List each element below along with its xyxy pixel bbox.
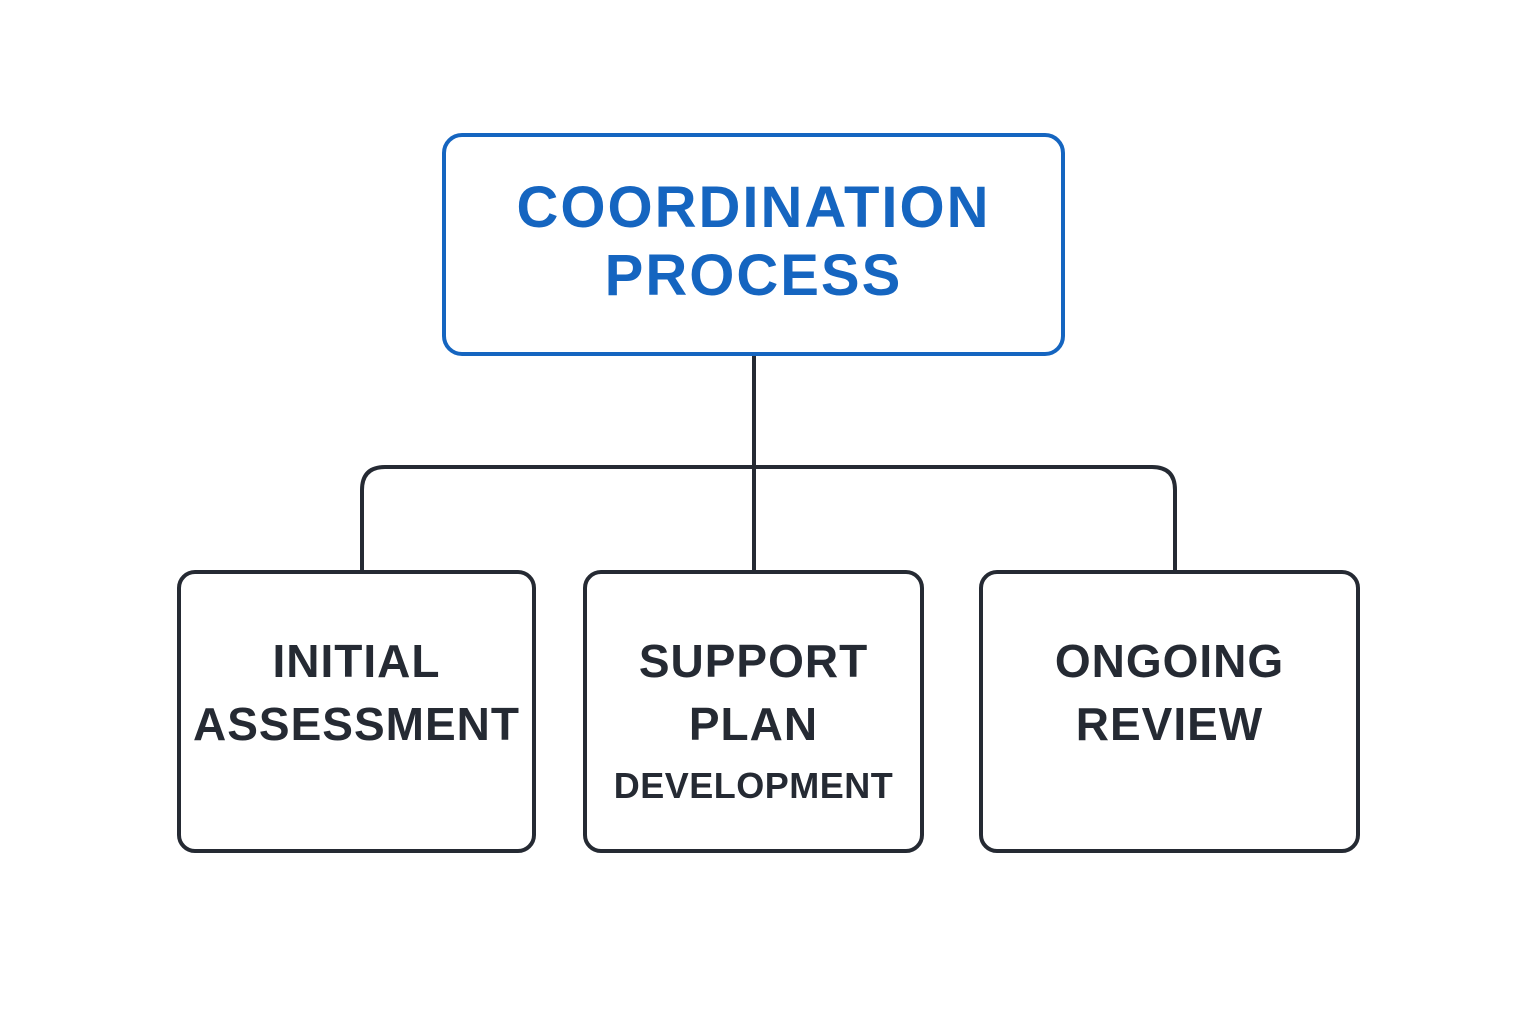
root-node-coordination-process: COORDINATION PROCESS [442, 133, 1065, 356]
child-node-ongoing-review: ONGOING REVIEW [979, 570, 1360, 853]
child-node-line: INITIAL [272, 635, 441, 687]
root-node-line: COORDINATION [516, 174, 991, 240]
child-node-line: PLAN [688, 698, 819, 750]
child-node-line: REVIEW [1075, 698, 1264, 750]
child-node-line: DEVELOPMENT [613, 765, 894, 806]
root-node-line: PROCESS [604, 242, 903, 308]
child-node-initial-assessment: INITIAL ASSESSMENT [177, 570, 536, 853]
child-node-line: ASSESSMENT [193, 698, 520, 750]
child-node-line: SUPPORT [638, 635, 869, 687]
child-node-support-plan-development: SUPPORT PLAN DEVELOPMENT [583, 570, 924, 853]
connector-branch-bar [360, 465, 1177, 572]
child-node-line: ONGOING [1054, 635, 1285, 687]
